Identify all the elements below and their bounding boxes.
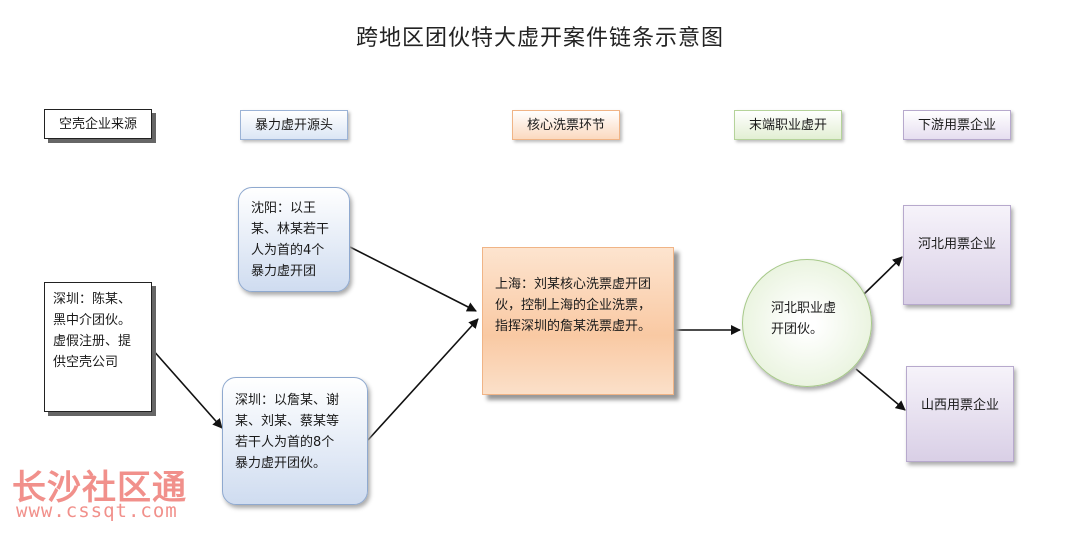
node-text-line: 深圳：陈某、 — [53, 292, 132, 307]
node-text-line: 河北职业虚 — [771, 301, 837, 316]
node-text-line: 黑中介团伙。 — [53, 313, 132, 328]
header-end-professional: 末端职业虚开 — [734, 110, 842, 140]
node-text-line: 人为首的4个 — [251, 243, 325, 258]
watermark-url: www.cssqt.com — [16, 500, 178, 522]
arrow-shenyang-to-shanghai — [349, 246, 477, 312]
node-text-line: 某、刘某、蔡某等 — [235, 414, 340, 429]
node-hebei-users: 河北用票企业 — [903, 205, 1011, 305]
node-shenyang-gang: 沈阳：以王 某、林某若干 人为首的4个 暴力虚开团 — [238, 187, 350, 292]
node-shanxi-users: 山西用票企业 — [906, 366, 1014, 462]
node-hebei-professional: 河北职业虚 开团伙。 — [742, 259, 872, 387]
header-violent-source: 暴力虚开源头 — [240, 110, 348, 140]
node-text-line: 虚假注册、提 — [53, 334, 132, 349]
node-shenzhen-gang: 深圳：以詹某、谢 某、刘某、蔡某等 若干人为首的8个 暴力虚开团伙。 — [222, 377, 368, 505]
watermark-logo-text: 长沙社区通 — [12, 468, 187, 508]
node-text-line: 暴力虚开团 — [251, 264, 317, 279]
header-core-washing: 核心洗票环节 — [512, 110, 620, 140]
node-text-line: 暴力虚开团伙。 — [235, 456, 327, 471]
header-downstream: 下游用票企业 — [903, 110, 1011, 140]
arrow-hebei-professional-to-hebei-users — [861, 256, 903, 297]
node-text-line: 供空壳公司 — [53, 355, 119, 370]
node-shanghai-core: 上海：刘某核心洗票虚开团 伙，控制上海的企业洗票， 指挥深圳的詹某洗票虚开。 — [482, 247, 674, 395]
node-text-line: 若干人为首的8个 — [235, 435, 335, 450]
node-text-line: 上海：刘某核心洗票虚开团 — [495, 277, 652, 292]
arrow-intermediary-to-shenzhen-gang — [151, 348, 223, 429]
node-text-line: 沈阳：以王 — [251, 201, 317, 216]
header-shell-source: 空壳企业来源 — [44, 109, 152, 139]
node-text-line: 开团伙。 — [771, 322, 824, 337]
node-text-line: 深圳：以詹某、谢 — [235, 393, 340, 408]
node-text-line: 指挥深圳的詹某洗票虚开。 — [495, 319, 652, 334]
node-text-line: 伙，控制上海的企业洗票， — [495, 298, 652, 313]
node-shenzhen-intermediary: 深圳：陈某、 黑中介团伙。 虚假注册、提 供空壳公司 — [44, 282, 152, 412]
arrow-hebei-professional-to-shanxi-users — [855, 368, 906, 411]
arrow-shenzhen-gang-to-shanghai — [367, 318, 479, 441]
diagram-title: 跨地区团伙特大虚开案件链条示意图 — [355, 26, 724, 51]
node-text-line: 某、林某若干 — [251, 222, 330, 237]
